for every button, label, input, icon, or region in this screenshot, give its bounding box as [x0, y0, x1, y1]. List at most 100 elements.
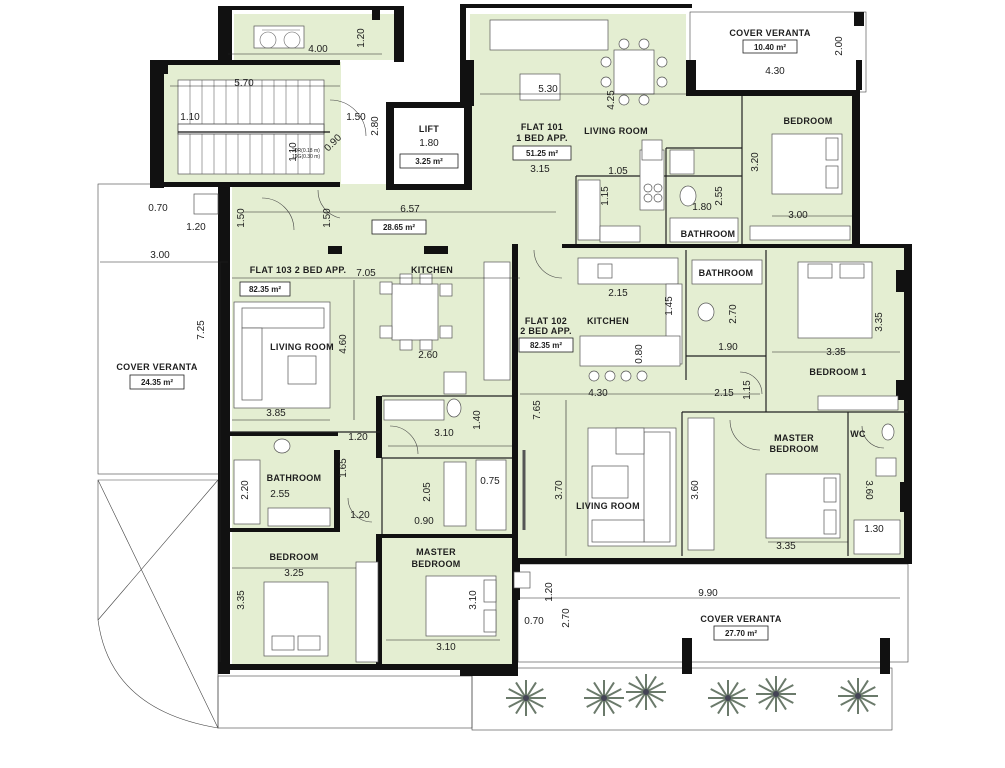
door-swings	[261, 99, 885, 523]
dimension-label: 2.20	[240, 480, 251, 500]
dimension-label: 6.57	[400, 204, 420, 215]
dimension-label: 1.20	[544, 582, 555, 602]
master-103-line1: MASTER	[416, 547, 456, 557]
dimension-label: 2.80	[370, 116, 381, 136]
dimension-label: 3.15	[530, 164, 550, 175]
dimension-label: 2.55	[270, 489, 290, 500]
palm-plant-icon	[838, 678, 878, 714]
dimension-label: 3.35	[826, 347, 846, 358]
dimension-label: 3.25	[284, 568, 304, 579]
bathroom-102-label: BATHROOM	[699, 268, 754, 278]
flat102-area: 82.35 m²	[530, 341, 562, 350]
dimension-label: 0.75	[480, 476, 500, 487]
dimension-label: 1.50	[236, 208, 247, 228]
stair	[177, 79, 330, 175]
dimension-label: 3.35	[776, 541, 796, 552]
wheelchair-icon	[253, 25, 305, 49]
flat101-type: 1 BED APP.	[516, 133, 568, 143]
palm-plant-icon	[756, 676, 796, 712]
kitchen-102-label: KITCHEN	[587, 316, 629, 326]
dimension-label: 1.50	[346, 112, 366, 123]
dimension-label: 0.70	[524, 616, 544, 627]
dimension-label: 4.25	[606, 90, 617, 110]
living-102-label: LIVING ROOM	[576, 501, 640, 511]
palm-planters	[506, 674, 878, 716]
lift-label: LIFT	[419, 124, 439, 134]
dimension-label: 1.30	[864, 524, 884, 535]
dimension-label: 2.70	[561, 608, 572, 628]
veranda-left-area: 24.35 m²	[141, 378, 173, 387]
dimension-label: 3.20	[750, 152, 761, 172]
dimension-label: 1.20	[350, 510, 370, 521]
dimension-label: 2.70	[728, 304, 739, 324]
dimension-label: 2.15	[608, 288, 628, 299]
veranda-bottom-label: COVER VERANTA	[700, 614, 781, 624]
dimension-label: 1.15	[600, 186, 611, 206]
dimension-label: 1.15	[742, 380, 753, 400]
dimension-label: 3.60	[863, 480, 874, 500]
palm-plant-icon	[584, 680, 624, 716]
palm-plant-icon	[506, 680, 546, 716]
flat102-name: FLAT 102	[525, 316, 567, 326]
dimension-label: 1.45	[664, 296, 675, 316]
dimension-label: 9.90	[698, 588, 718, 599]
lift-area: 3.25 m²	[415, 157, 443, 166]
corridor-area: 28.65 m²	[383, 223, 415, 232]
dimension-label: 0.90	[414, 516, 434, 527]
veranda-left-label: COVER VERANTA	[116, 362, 197, 372]
bathroom-101-label: BATHROOM	[681, 229, 736, 239]
dimension-label: 7.65	[532, 400, 543, 420]
dimension-label: 4.30	[588, 388, 608, 399]
dimension-guides	[100, 53, 900, 662]
labels: LIFT 1.80 3.25 m² 20R(0.18 m) 19G(0.30 m…	[116, 28, 866, 641]
dimension-label: 1.10	[288, 142, 299, 162]
dimension-label: 0.70	[148, 203, 168, 214]
flat102-type: 2 BED APP.	[520, 326, 572, 336]
dimension-label: 3.00	[150, 250, 170, 261]
palm-plant-icon	[708, 680, 748, 716]
walls	[150, 4, 912, 676]
living-103-label: LIVING ROOM	[270, 342, 334, 352]
dimension-label: 1.80	[692, 202, 712, 213]
dimension-label: 5.30	[538, 84, 558, 95]
dimension-label: 0.80	[634, 344, 645, 364]
dimension-label: 2.55	[714, 186, 725, 206]
dimension-label: 4.60	[338, 334, 349, 354]
dimension-labels: 4.001.205.701.501.100.902.801.105.304.25…	[148, 28, 885, 653]
dimension-label: 2.60	[418, 350, 438, 361]
flat103-name: FLAT 103 2 BED APP.	[250, 265, 347, 275]
dimension-label: 1.90	[718, 342, 738, 353]
dimension-label: 3.35	[236, 590, 247, 610]
bedroom-103-label: BEDROOM	[269, 552, 318, 562]
living-101-label: LIVING ROOM	[584, 126, 648, 136]
dimension-label: 3.10	[434, 428, 454, 439]
dimension-label: 1.20	[356, 28, 367, 48]
flat101-name: FLAT 101	[521, 122, 563, 132]
veranda-bottom-area: 27.70 m²	[725, 629, 757, 638]
master-103-line2: BEDROOM	[411, 559, 460, 569]
dimension-label: 7.25	[196, 320, 207, 340]
interior-lines	[230, 96, 908, 556]
dimension-label: 3.70	[554, 480, 565, 500]
bedroom-101-label: BEDROOM	[783, 116, 832, 126]
dimension-label: 3.10	[436, 642, 456, 653]
dimension-label: 5.70	[234, 78, 254, 89]
dimension-label: 2.15	[714, 388, 734, 399]
dimension-label: 1.20	[348, 432, 368, 443]
dimension-label: 2.00	[834, 36, 845, 56]
dimension-label: 1.05	[608, 166, 628, 177]
palm-plant-icon	[626, 674, 666, 710]
dimension-label: 3.10	[468, 590, 479, 610]
master-102-line1: MASTER	[774, 433, 814, 443]
veranda-top-area: 10.40 m²	[754, 43, 786, 52]
dimension-label: 4.00	[308, 44, 328, 55]
dimension-label: 3.00	[788, 210, 808, 221]
dimension-label: 1.20	[186, 222, 206, 233]
dimension-label: 3.35	[874, 312, 885, 332]
dimension-label: 7.05	[356, 268, 376, 279]
lift-width: 1.80	[419, 138, 439, 149]
stair-note-1: 20R(0.18 m)	[292, 148, 320, 154]
dimension-label: 2.05	[422, 482, 433, 502]
